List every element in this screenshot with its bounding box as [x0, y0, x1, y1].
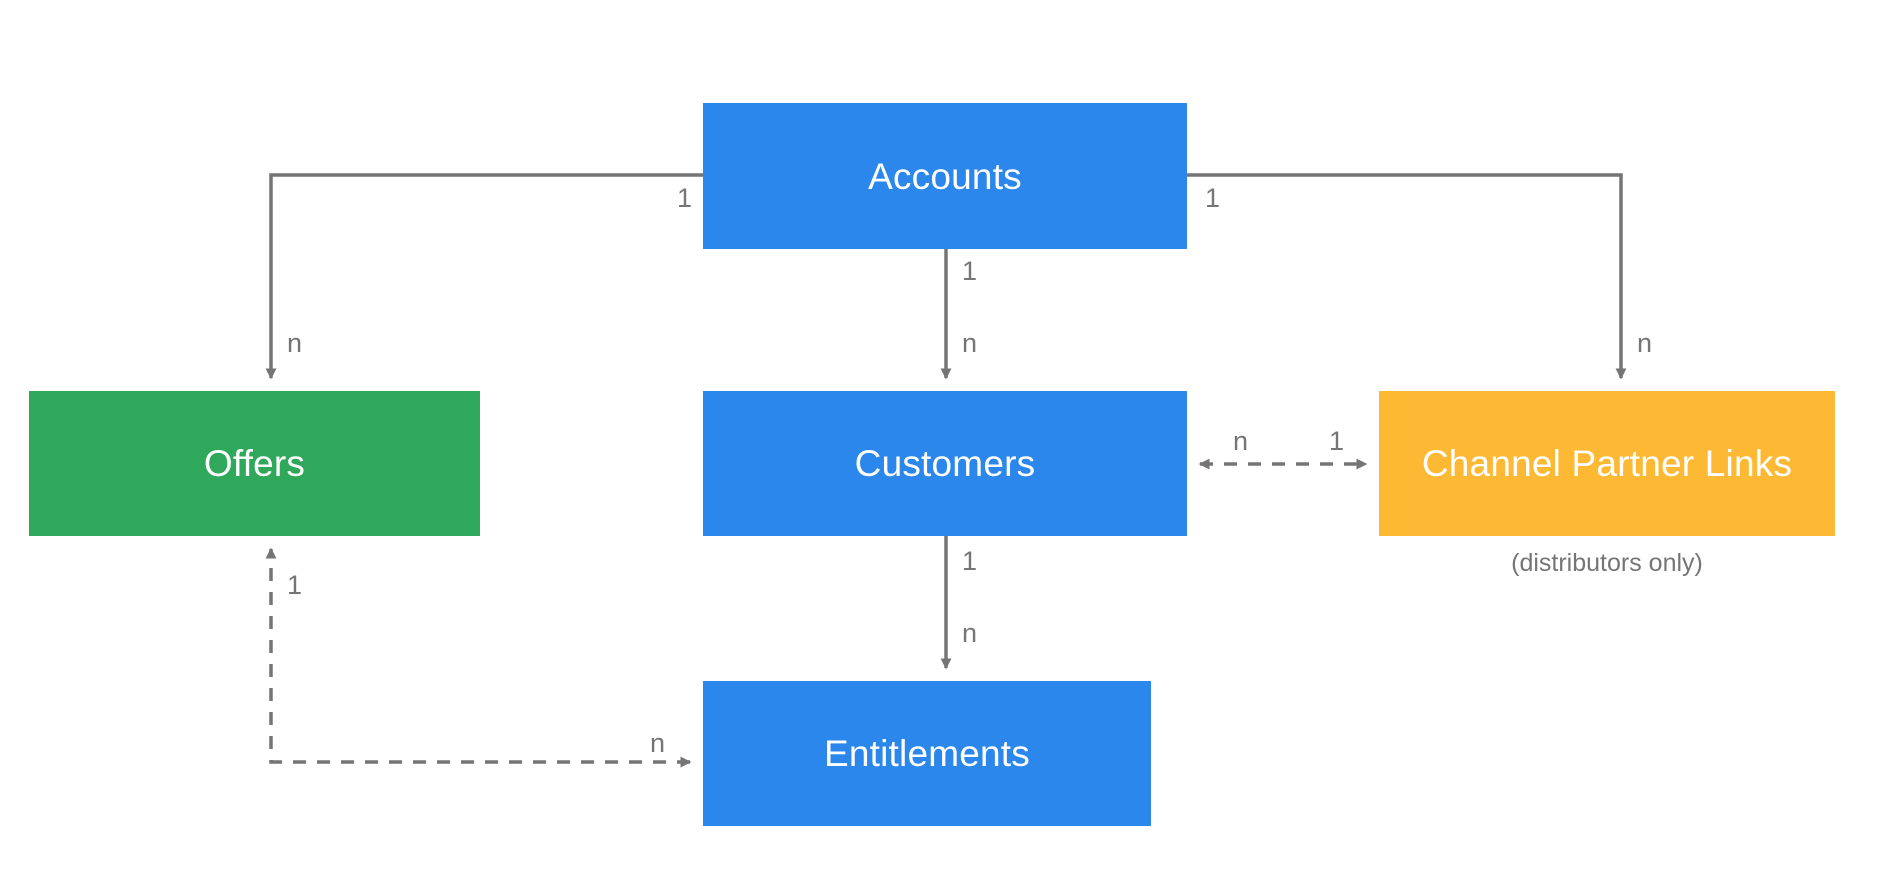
edge-label-customers-entitlements-one: 1: [962, 546, 978, 576]
edge-label-accounts-channel-many: n: [1637, 328, 1653, 358]
edge-accounts-offers: [265, 173, 703, 380]
node-offers-label: Offers: [203, 443, 306, 484]
node-customers[interactable]: Customers: [703, 391, 1187, 536]
edge-label-accounts-offers-many: n: [287, 328, 303, 358]
edge-label-offers-entitlements-one: 1: [287, 570, 303, 600]
node-accounts-label: Accounts: [868, 155, 1022, 197]
edge-label-customers-channel-one: 1: [1329, 426, 1345, 456]
edge-label-customers-channel-many: n: [1233, 426, 1249, 456]
node-entitlements-label: Entitlements: [824, 733, 1030, 774]
node-entitlements[interactable]: Entitlements: [703, 681, 1151, 826]
edge-label-offers-entitlements-many: n: [650, 728, 666, 758]
edge-accounts-channel: [1187, 173, 1627, 380]
node-accounts[interactable]: Accounts: [703, 103, 1187, 249]
channel-partner-links-caption: (distributors only): [1511, 549, 1703, 577]
edge-label-accounts-offers-one: 1: [677, 183, 693, 213]
node-channel-partner-links[interactable]: Channel Partner Links: [1379, 391, 1835, 536]
edge-label-customers-entitlements-many: n: [962, 618, 978, 648]
edge-label-accounts-customers-one: 1: [962, 256, 978, 286]
edge-label-accounts-channel-one: 1: [1205, 183, 1221, 213]
node-channel-partner-links-label: Channel Partner Links: [1421, 443, 1793, 484]
edge-offers-entitlements: [265, 547, 692, 768]
edge-label-accounts-customers-many: n: [962, 328, 978, 358]
node-customers-label: Customers: [854, 443, 1036, 484]
node-offers[interactable]: Offers: [29, 391, 480, 536]
